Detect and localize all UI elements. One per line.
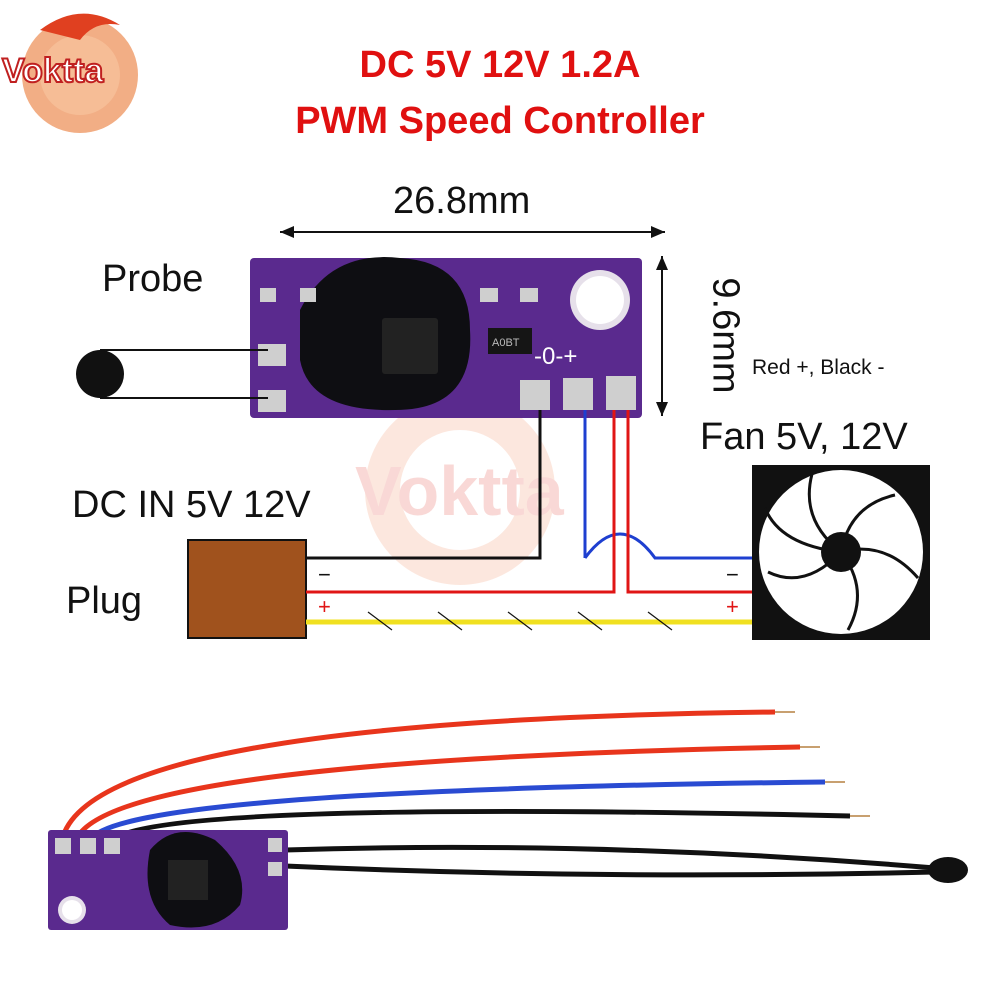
- watermark-text: Voktta: [355, 452, 565, 530]
- brand-logo: Voktta: [0, 0, 175, 140]
- pcb-board: A0BT -0-+: [250, 257, 642, 418]
- plug-minus-sign: −: [318, 562, 331, 587]
- width-dimension-label: 26.8mm: [393, 180, 531, 222]
- wire-blue-hop: [583, 532, 752, 560]
- wire-red-supply: [306, 410, 616, 594]
- wiring: − + − +: [306, 410, 752, 631]
- plug-label: Plug: [66, 580, 143, 622]
- fan-label: Fan 5V, 12V: [700, 416, 908, 458]
- wire-black-ground: [306, 410, 542, 560]
- dc-plug: [187, 539, 307, 639]
- output-pad-plus: [606, 376, 636, 410]
- wire-red-fan: [626, 410, 752, 594]
- probe-thermistor: [76, 349, 268, 399]
- logo-text: Voktta: [2, 52, 104, 90]
- height-dimension-text: 9.6mm: [704, 277, 747, 394]
- polarity-note: Red +, Black -: [752, 356, 885, 379]
- output-pad-zero: [563, 378, 593, 410]
- probe-label: Probe: [102, 258, 204, 300]
- board-pin-labels: -0-+: [534, 343, 577, 370]
- probe-pad-2: [258, 390, 286, 412]
- watermark: Voktta: [355, 395, 565, 585]
- probe-pad-1: [258, 344, 286, 366]
- height-dimension-arrow: [656, 256, 668, 416]
- height-dimension-label: 9.6mm: [700, 262, 747, 412]
- chip-marking: A0BT: [492, 337, 520, 349]
- fan-plus-sign: +: [726, 594, 739, 619]
- dc-in-label: DC IN 5V 12V: [72, 484, 311, 526]
- output-pad-minus: [520, 380, 550, 410]
- plug-plus-sign: +: [318, 594, 331, 619]
- title-line-2: PWM Speed Controller: [295, 100, 705, 142]
- product-photo: [48, 709, 968, 930]
- width-dimension-arrow: [280, 226, 665, 238]
- fan-minus-sign: −: [726, 562, 739, 587]
- fan-icon: [752, 465, 930, 640]
- title-line-1: DC 5V 12V 1.2A: [359, 44, 641, 86]
